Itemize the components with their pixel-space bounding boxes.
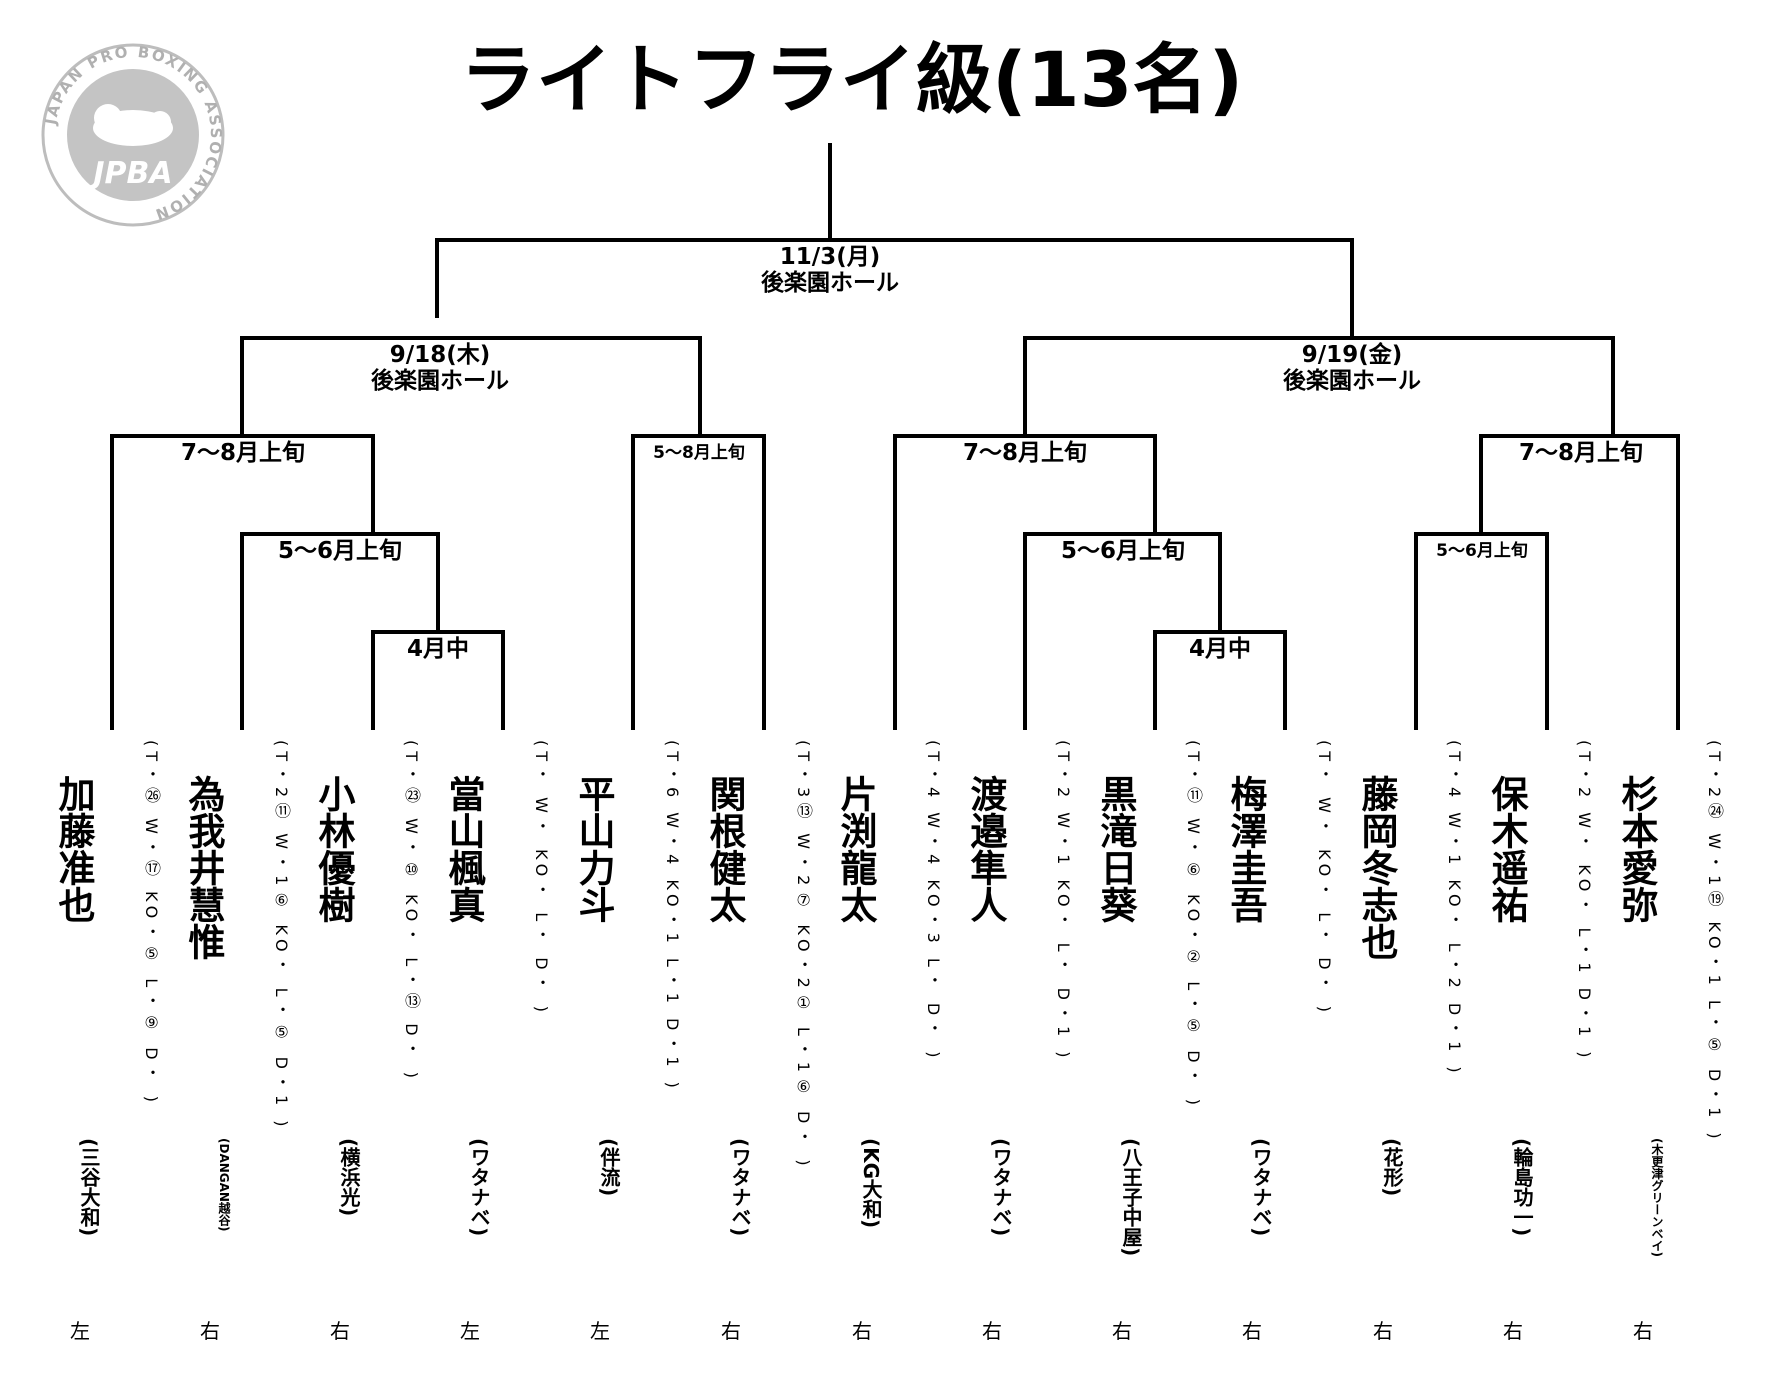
boxer-name: 片渕龍太 bbox=[834, 775, 877, 923]
round-q2-label: 5〜8月上旬 bbox=[653, 443, 745, 463]
bracket-r0a bbox=[371, 630, 505, 730]
boxer-record: (T・⑪ W・⑥ KO・② L・⑤ D・ ) bbox=[1184, 740, 1203, 1110]
boxer-name: 小林優樹 bbox=[312, 775, 355, 923]
boxer-gym: (三谷大和) bbox=[77, 1138, 101, 1237]
jpba-seal-icon: JAPAN PRO BOXING ASSOCIATION JPBA bbox=[41, 43, 225, 227]
boxer-stance: 右 bbox=[1242, 1319, 1262, 1343]
boxer-name: 渡邉隼人 bbox=[964, 775, 1007, 923]
boxer-name: 黒滝日葵 bbox=[1094, 775, 1137, 923]
boxer-gym: (八王子中屋) bbox=[1119, 1138, 1143, 1257]
semi-right-venue: 後楽園ホール bbox=[1283, 368, 1421, 395]
jpba-logo: JAPAN PRO BOXING ASSOCIATION JPBA bbox=[38, 40, 228, 230]
boxer-stance: 左 bbox=[590, 1319, 610, 1343]
boxer-gym: (ワタナベ) bbox=[989, 1138, 1013, 1237]
boxer-name: 加藤准也 bbox=[52, 775, 95, 923]
semi-left-date: 9/18(木) bbox=[389, 342, 491, 368]
bracket-q3 bbox=[893, 434, 1157, 730]
boxer-stance: 右 bbox=[330, 1319, 350, 1343]
boxer-gym: (ワタナベ) bbox=[728, 1138, 752, 1237]
semi-left-venue: 後楽園ホール bbox=[371, 368, 509, 395]
boxer-name: 梅澤圭吾 bbox=[1224, 775, 1267, 923]
round-semi-left-label: 9/18(木) 後楽園ホール bbox=[371, 342, 509, 395]
round-final-label: 11/3(月) 後楽園ホール bbox=[761, 244, 899, 297]
boxer-stance: 左 bbox=[460, 1319, 480, 1343]
logo-text: JPBA bbox=[88, 156, 172, 191]
bracket-r1a bbox=[240, 532, 440, 730]
boxer-record: (T・4 W・1 KO・ L・2 D・1 ) bbox=[1445, 740, 1464, 1078]
boxer-stance: 右 bbox=[1112, 1319, 1132, 1343]
boxer-record: (T・6 W・4 KO・1 L・1 D・1 ) bbox=[663, 740, 682, 1093]
final-venue: 後楽園ホール bbox=[761, 270, 899, 297]
boxer-stance: 右 bbox=[982, 1319, 1002, 1343]
round-q1-label: 7〜8月上旬 bbox=[180, 440, 306, 466]
final-date: 11/3(月) bbox=[779, 244, 881, 270]
bracket-q2 bbox=[631, 434, 766, 730]
bracket-semi-right bbox=[1023, 336, 1615, 438]
boxer-record: (T・ W・ KO・ L・ D・ ) bbox=[532, 740, 551, 1017]
boxer-stance: 右 bbox=[1633, 1319, 1653, 1343]
boxer-gym: (花形) bbox=[1380, 1138, 1404, 1197]
boxer-gym: (KG大和) bbox=[859, 1138, 883, 1229]
round-q3-label: 7〜8月上旬 bbox=[962, 440, 1088, 466]
boxer-name: 藤岡冬志也 bbox=[1355, 775, 1398, 960]
round-semi-right-label: 9/19(金) 後楽園ホール bbox=[1283, 342, 1421, 395]
bracket-final bbox=[435, 238, 1354, 340]
page-title: ライトフライ級(13名) bbox=[460, 35, 1244, 124]
bracket-r0b bbox=[1153, 630, 1287, 730]
boxer-gym: (ワタナベ) bbox=[467, 1138, 491, 1237]
round-q4-label: 7〜8月上旬 bbox=[1518, 440, 1644, 466]
boxer-stance: 左 bbox=[70, 1319, 90, 1343]
round-r1a-label: 5〜6月上旬 bbox=[277, 538, 403, 564]
round-r0b-label: 4月中 bbox=[1188, 636, 1252, 662]
bracket-q1 bbox=[110, 434, 375, 730]
boxer-record: (T・㉓ W・⑩ KO・ L・⑬ D・ ) bbox=[402, 740, 421, 1083]
boxer-record: (T・4 W・4 KO・3 L・ D・ ) bbox=[924, 740, 943, 1063]
boxer-record: (T・2 W・ KO・ L・1 D・1 ) bbox=[1575, 740, 1594, 1063]
round-r1c-label: 5〜6月上旬 bbox=[1436, 541, 1528, 561]
boxer-record: (T・㉖ W・⑰ KO・⑤ L・⑨ D・ ) bbox=[142, 740, 161, 1107]
boxer-gym: (伴流) bbox=[597, 1138, 621, 1197]
boxer-stance: 右 bbox=[852, 1319, 872, 1343]
boxer-record: (T・2⑪ W・1⑥ KO・ L・⑤ D・1 ) bbox=[272, 740, 291, 1132]
boxer-record: (T・2 W・1 KO・ L・ D・1 ) bbox=[1054, 740, 1073, 1063]
boxer-gym: (木更津グリーンベイ) bbox=[1650, 1138, 1664, 1257]
bracket-r1b bbox=[1023, 532, 1222, 730]
bracket-r1c bbox=[1414, 532, 1549, 730]
semi-right-date: 9/19(金) bbox=[1301, 342, 1403, 368]
boxer-stance: 右 bbox=[721, 1319, 741, 1343]
boxer-gym: (ワタナベ) bbox=[1249, 1138, 1273, 1237]
round-r1b-label: 5〜6月上旬 bbox=[1060, 538, 1186, 564]
boxer-name: 平山力斗 bbox=[572, 775, 615, 923]
boxer-stance: 右 bbox=[1503, 1319, 1523, 1343]
boxer-name: 為我井慧惟 bbox=[182, 775, 225, 960]
boxer-stance: 右 bbox=[200, 1319, 220, 1343]
boxer-stance: 右 bbox=[1373, 1319, 1393, 1343]
boxer-record: (T・3⑬ W・2⑦ KO・2① L・1⑥ D・ ) bbox=[794, 740, 813, 1171]
boxer-name: 保木遥祐 bbox=[1485, 775, 1528, 923]
bracket-semi-left bbox=[240, 336, 702, 438]
boxer-name: 杉本愛弥 bbox=[1615, 775, 1658, 923]
boxer-record: (T・ W・ KO・ L・ D・ ) bbox=[1315, 740, 1334, 1017]
boxer-gym: (横浜光) bbox=[337, 1138, 361, 1217]
boxer-name: 當山楓真 bbox=[442, 775, 485, 923]
boxer-name: 関根健太 bbox=[703, 775, 746, 923]
bracket-q4 bbox=[1479, 434, 1680, 730]
boxer-gym: (輪島功一) bbox=[1510, 1138, 1534, 1237]
boxer-record: (T・2㉔ W・1⑲ KO・1 L・⑤ D・1 ) bbox=[1705, 740, 1724, 1144]
round-r0a-label: 4月中 bbox=[406, 636, 470, 662]
boxing-glove-icon bbox=[93, 104, 173, 146]
boxer-gym: (DANGAN越谷) bbox=[217, 1138, 231, 1232]
